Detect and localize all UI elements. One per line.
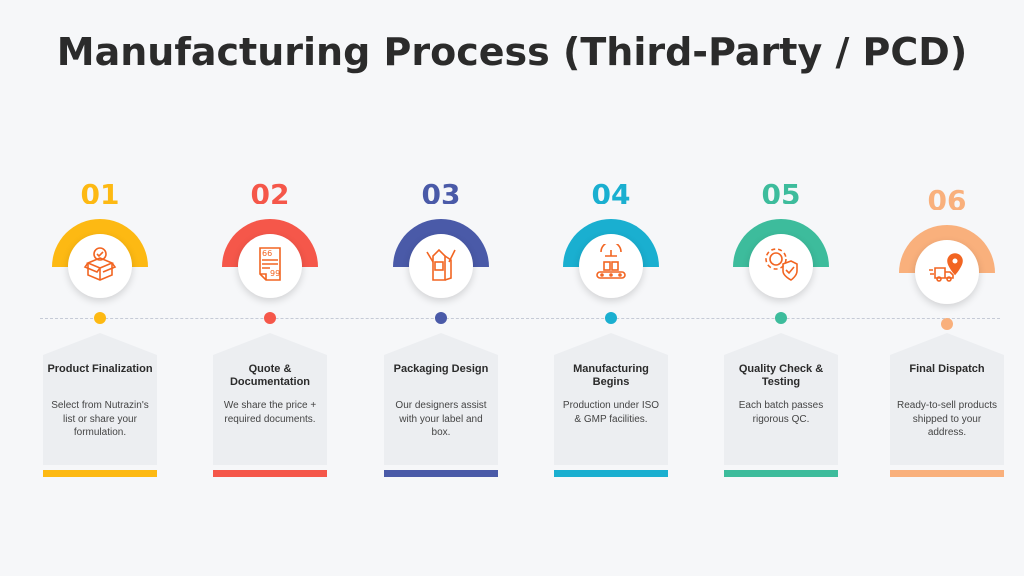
step-description: Select from Nutrazin's list or share you…	[51, 400, 149, 438]
svg-text:99: 99	[270, 269, 280, 278]
svg-text:66: 66	[262, 249, 272, 258]
delivery-truck-pin-icon	[927, 250, 967, 295]
timeline-dot	[264, 312, 276, 324]
timeline-line	[40, 318, 1000, 319]
step-number: 05	[761, 178, 801, 204]
step-number: 04	[591, 178, 631, 204]
step-color-bar	[724, 470, 838, 477]
step-icon-circle	[915, 240, 979, 304]
step-card	[43, 333, 157, 465]
step-card	[213, 333, 327, 465]
step-icon-circle	[749, 234, 813, 298]
step-title: Product Finalization	[47, 363, 153, 375]
step-icon-circle	[409, 234, 473, 298]
step-number: 03	[421, 178, 461, 204]
step-color-bar	[213, 470, 327, 477]
step-description: We share the price + required documents.	[223, 400, 317, 425]
step-color-bar	[384, 470, 498, 477]
step-title: Final Dispatch	[909, 363, 985, 375]
process-step-3: 03 Packaging Design Our designers assist…	[384, 0, 498, 576]
quote-document-icon: 66 99	[250, 244, 290, 289]
timeline-dot	[775, 312, 787, 324]
step-card	[724, 333, 838, 465]
step-title: Packaging Design	[393, 363, 489, 375]
timeline-dot	[605, 312, 617, 324]
factory-conveyor-icon	[591, 240, 631, 289]
page-title: Manufacturing Process (Third-Party / PCD…	[56, 30, 968, 74]
process-step-4: 04 Manufacturing Begins Production under…	[554, 0, 668, 576]
gear-shield-check-icon	[761, 244, 801, 289]
step-card	[554, 333, 668, 465]
step-color-bar	[890, 470, 1004, 477]
step-title: Quote & Documentation	[229, 363, 311, 388]
step-description: Ready-to-sell products shipped to your a…	[896, 400, 998, 438]
step-color-bar	[554, 470, 668, 477]
box-check-icon	[80, 244, 120, 289]
step-number: 01	[80, 178, 120, 204]
step-number: 02	[250, 178, 290, 204]
timeline-dot	[435, 312, 447, 324]
packaging-design-icon	[421, 244, 461, 289]
process-step-1: 01 Product Finalization Select from Nutr…	[43, 0, 157, 576]
step-title: Quality Check & Testing	[738, 363, 824, 388]
step-card	[890, 333, 1004, 465]
step-color-bar	[43, 470, 157, 477]
process-step-5: 05 Quality Check & Testing Each batch pa…	[724, 0, 838, 576]
timeline-dot	[941, 318, 953, 330]
step-description: Production under ISO & GMP facilities.	[562, 400, 660, 425]
process-step-6: 06 Final Dispatch Ready-to-sell products…	[890, 0, 1004, 576]
step-title: Manufacturing Begins	[573, 363, 649, 388]
timeline-dot	[94, 312, 106, 324]
step-description: Our designers assist with your label and…	[395, 400, 487, 438]
step-number: 06	[927, 184, 967, 210]
step-icon-circle: 66 99	[238, 234, 302, 298]
step-description: Each batch passes rigorous QC.	[738, 400, 824, 425]
step-card	[384, 333, 498, 465]
process-step-2: 02 66 99 Quote & Documentation We share t…	[213, 0, 327, 576]
step-icon-circle	[579, 234, 643, 298]
step-icon-circle	[68, 234, 132, 298]
